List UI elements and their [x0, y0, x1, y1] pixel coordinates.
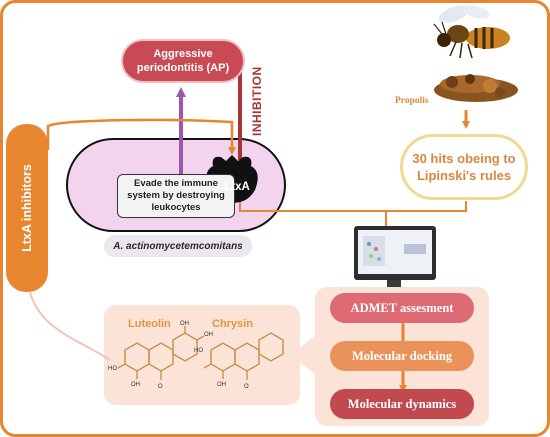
inhibitor-arrow — [46, 118, 236, 155]
computer-icon — [354, 226, 436, 294]
step-admet: ADMET assesment — [330, 293, 474, 323]
chrysin-structure — [203, 332, 284, 380]
propolis-label: Propolis — [395, 96, 429, 106]
svg-text:OH: OH — [217, 382, 226, 388]
panel-pointer — [290, 336, 315, 374]
chrysin-label: Chrysin — [212, 318, 253, 330]
svg-text:OH: OH — [204, 332, 213, 338]
propolis-icon — [434, 74, 518, 102]
ltxa-inhibitors-tab: LtxA inhibitors — [6, 124, 48, 292]
step-dynamics: Molecular dynamics — [330, 389, 474, 419]
lipinski-hits-node: 30 hits obeing to Lipinski's rules — [400, 134, 528, 200]
svg-text:O: O — [158, 384, 163, 390]
ltxa-label: LtxA — [224, 181, 250, 193]
svg-text:O: O — [244, 384, 249, 390]
svg-text:HO: HO — [194, 348, 203, 354]
svg-text:HO: HO — [108, 366, 117, 372]
evade-immune-box: Evade the immune system by destroying le… — [117, 174, 235, 218]
svg-text:OH: OH — [180, 321, 189, 327]
connector-line — [386, 201, 467, 212]
luteolin-label: Luteolin — [128, 318, 171, 330]
species-label: A. actinomycetemcomitans — [104, 235, 252, 257]
molecules-panel — [104, 305, 300, 405]
step-docking: Molecular docking — [330, 341, 474, 371]
ltxa-inhibitors-label: LtxA inhibitors — [20, 164, 34, 252]
inhibition-label: INHIBITION — [250, 66, 264, 136]
luteolin-structure — [117, 326, 205, 380]
svg-text:OH: OH — [131, 382, 140, 388]
aggressive-periodontitis-node: Aggressive periodontitis (AP) — [121, 39, 245, 83]
bee-icon — [433, 5, 510, 59]
